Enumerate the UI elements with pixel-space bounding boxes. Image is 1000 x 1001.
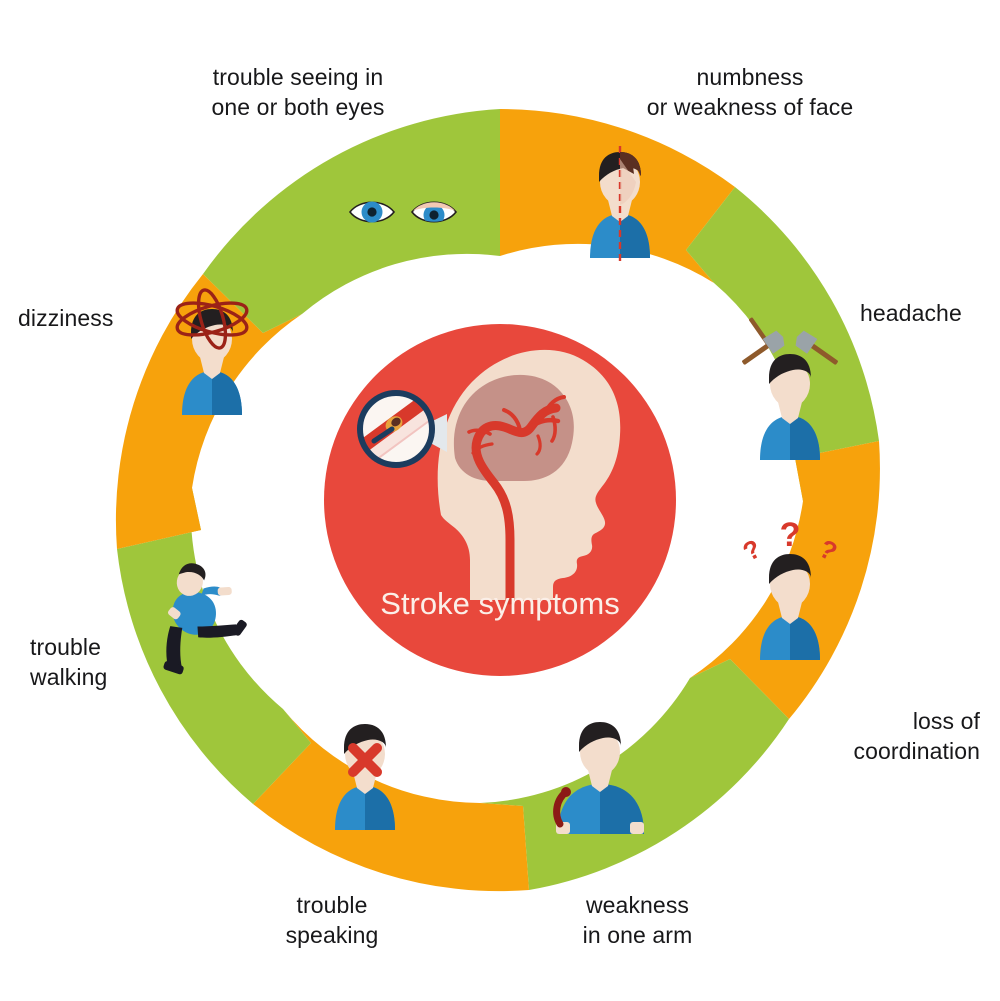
crossed-mouth-icon <box>335 724 395 830</box>
symptom-ring <box>115 108 880 892</box>
magnifier-icon <box>357 390 435 468</box>
hammers-head-icon <box>742 317 838 460</box>
label-loss-of-coordination: loss of coordination <box>853 708 980 764</box>
label-weakness-in-one-arm: weakness in one arm <box>582 892 693 948</box>
ring-segment-trouble-walking[interactable] <box>117 488 311 804</box>
drooping-arm-icon <box>553 722 644 834</box>
label-trouble-walking: trouble walking <box>30 634 108 690</box>
head-profile-icon <box>437 349 621 605</box>
label-headache: headache <box>860 300 962 326</box>
svg-text:?: ? <box>738 533 766 567</box>
label-numbness: numbness or weakness of face <box>646 64 854 120</box>
ring-segment-trouble-seeing[interactable] <box>203 109 500 333</box>
label-dizziness: dizziness <box>18 305 114 331</box>
svg-text:?: ? <box>780 516 801 554</box>
face-asymmetry-icon <box>590 146 650 266</box>
swirl-head-icon <box>175 288 249 415</box>
center-caption: Stroke symptoms <box>380 586 619 621</box>
label-trouble-speaking: trouble speaking <box>285 892 379 948</box>
ring-segment-trouble-speaking[interactable] <box>253 709 529 892</box>
stumbling-person-icon <box>163 563 247 675</box>
label-trouble-seeing: trouble seeing in one or both eyes <box>211 64 385 120</box>
